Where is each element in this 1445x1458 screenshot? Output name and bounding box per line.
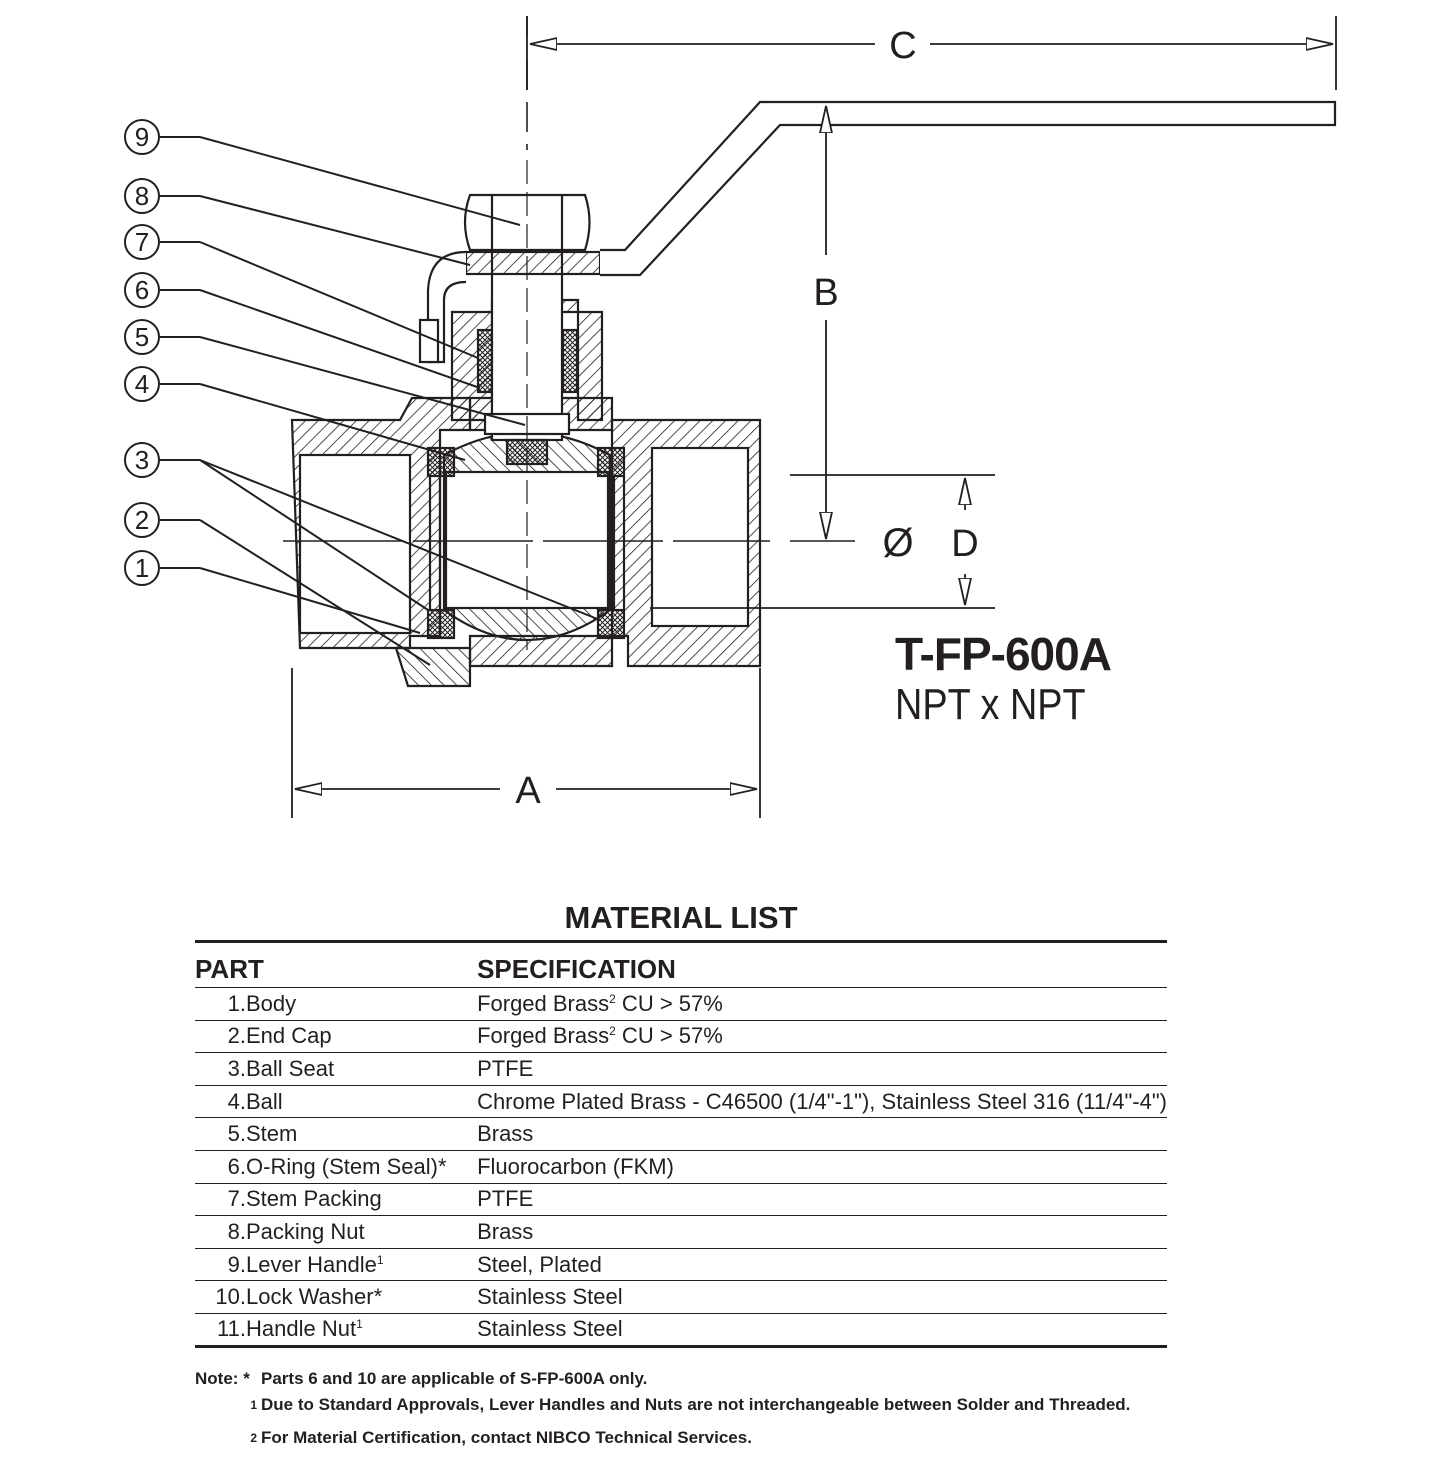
part-number: 7. xyxy=(227,1186,246,1212)
part-number: 6. xyxy=(227,1153,246,1179)
callout-7: 7 xyxy=(135,227,149,257)
specification-column-header: SPECIFICATION xyxy=(477,953,676,984)
dimension-c-label: C xyxy=(889,25,916,67)
part-name: Lock Washer* xyxy=(246,1284,383,1310)
note-row: 1 Due to Standard Approvals, Lever Handl… xyxy=(195,1392,1130,1425)
callout-3: 3 xyxy=(135,445,149,475)
callout-1: 1 xyxy=(135,553,149,583)
callout-2: 2 xyxy=(135,505,149,535)
end-cap xyxy=(394,646,472,688)
part-name: End Cap xyxy=(246,1023,332,1049)
model-connection: NPT x NPT xyxy=(895,680,1086,729)
part-column-header: PART xyxy=(195,953,264,984)
part-name: O-Ring (Stem Seal)* xyxy=(246,1153,447,1179)
table-row: 4.Ball Chrome Plated Brass - C46500 (1/4"… xyxy=(195,1085,1167,1118)
part-name: Lever Handle1 xyxy=(246,1251,384,1277)
part-name: Packing Nut xyxy=(246,1218,365,1244)
note-text: Due to Standard Approvals, Lever Handles… xyxy=(261,1395,1131,1414)
part-number: 5. xyxy=(227,1121,246,1147)
ball-seat-right xyxy=(596,446,626,478)
notes: Note: * Parts 6 and 10 are applicable of… xyxy=(195,1366,1130,1458)
part-specification: Chrome Plated Brass - C46500 (1/4"-1"), … xyxy=(477,1088,1167,1114)
note-label: Note: * xyxy=(195,1369,250,1388)
part-name: Stem Packing xyxy=(246,1186,382,1212)
diameter-symbol: Ø xyxy=(882,521,913,565)
note-row: 2 For Material Certification, contact NI… xyxy=(195,1425,1130,1458)
part-number: 3. xyxy=(227,1055,246,1081)
callout-6: 6 xyxy=(135,275,149,305)
note-row: Note: * Parts 6 and 10 are applicable of… xyxy=(195,1366,1130,1392)
table-row: 10.Lock Washer* Stainless Steel xyxy=(195,1281,1167,1314)
model-label: T-FP-600A NPT x NPT xyxy=(895,628,1215,730)
part-number: 2. xyxy=(227,1023,246,1049)
note-text: For Material Certification, contact NIBC… xyxy=(261,1428,752,1447)
dimension-a-label: A xyxy=(515,770,541,812)
part-name: Handle Nut1 xyxy=(246,1316,363,1342)
part-name: Body xyxy=(246,990,297,1016)
note-text: Parts 6 and 10 are applicable of S-FP-60… xyxy=(261,1369,648,1388)
callout-8: 8 xyxy=(135,181,149,211)
part-number: 11. xyxy=(217,1316,246,1342)
part-number: 9. xyxy=(227,1251,246,1277)
part-number: 4. xyxy=(227,1088,246,1114)
part-specification: Stainless Steel xyxy=(477,1284,623,1310)
handle-nut xyxy=(463,193,591,252)
table-row: 1.Body Forged Brass2 CU > 57% xyxy=(195,988,1167,1021)
table-header-row: PART SPECIFICATION xyxy=(195,941,1167,988)
body-left-bore xyxy=(298,453,412,635)
part-number: 8. xyxy=(227,1218,246,1244)
table-row: 3.Ball Seat PTFE xyxy=(195,1053,1167,1086)
part-number: 10. xyxy=(215,1284,246,1310)
part-number: 1. xyxy=(227,990,246,1016)
note-mark: 1 xyxy=(250,1398,257,1412)
dimension-d-label: D xyxy=(951,523,978,565)
packing-nut xyxy=(464,250,602,276)
part-specification: Brass xyxy=(477,1121,534,1147)
table-row: 11.Handle Nut1 Stainless Steel xyxy=(195,1313,1167,1347)
table-row: 5.Stem Brass xyxy=(195,1118,1167,1151)
part-specification: PTFE xyxy=(477,1186,534,1212)
table-row: 8.Packing Nut Brass xyxy=(195,1216,1167,1249)
table-row: 9.Lever Handle1 Steel, Plated xyxy=(195,1248,1167,1281)
stem-packing xyxy=(476,328,494,394)
valve-cross-section-drawing: C B Ø D A 9 8 7 6 5 4 3 2 1 xyxy=(124,16,1337,818)
model-number: T-FP-600A xyxy=(895,628,1112,680)
callout-4: 4 xyxy=(135,369,149,399)
part-name: Ball xyxy=(246,1088,283,1114)
table-row: 2.End Cap Forged Brass2 CU > 57% xyxy=(195,1020,1167,1053)
part-specification: Stainless Steel xyxy=(477,1316,623,1342)
part-name: Stem xyxy=(246,1121,298,1147)
part-name: Ball Seat xyxy=(246,1055,335,1081)
material-list-title: MATERIAL LIST xyxy=(564,900,798,935)
callout-9: 9 xyxy=(135,122,149,152)
note-mark: 2 xyxy=(250,1431,257,1445)
part-specification: Steel, Plated xyxy=(477,1251,602,1277)
part-specification: PTFE xyxy=(477,1055,534,1081)
part-specification: Forged Brass2 CU > 57% xyxy=(477,990,723,1016)
body-right-bore xyxy=(650,446,750,628)
table-row: 6.O-Ring (Stem Seal)* Fluorocarbon (FKM) xyxy=(195,1150,1167,1184)
dimension-b-label: B xyxy=(813,272,838,314)
lever-handle xyxy=(600,100,1337,277)
part-specification: Brass xyxy=(477,1218,534,1244)
table-row: 7.Stem Packing PTFE xyxy=(195,1183,1167,1216)
callout-5: 5 xyxy=(135,322,149,352)
part-specification: Fluorocarbon (FKM) xyxy=(477,1153,674,1179)
part-specification: Forged Brass2 CU > 57% xyxy=(477,1023,723,1049)
